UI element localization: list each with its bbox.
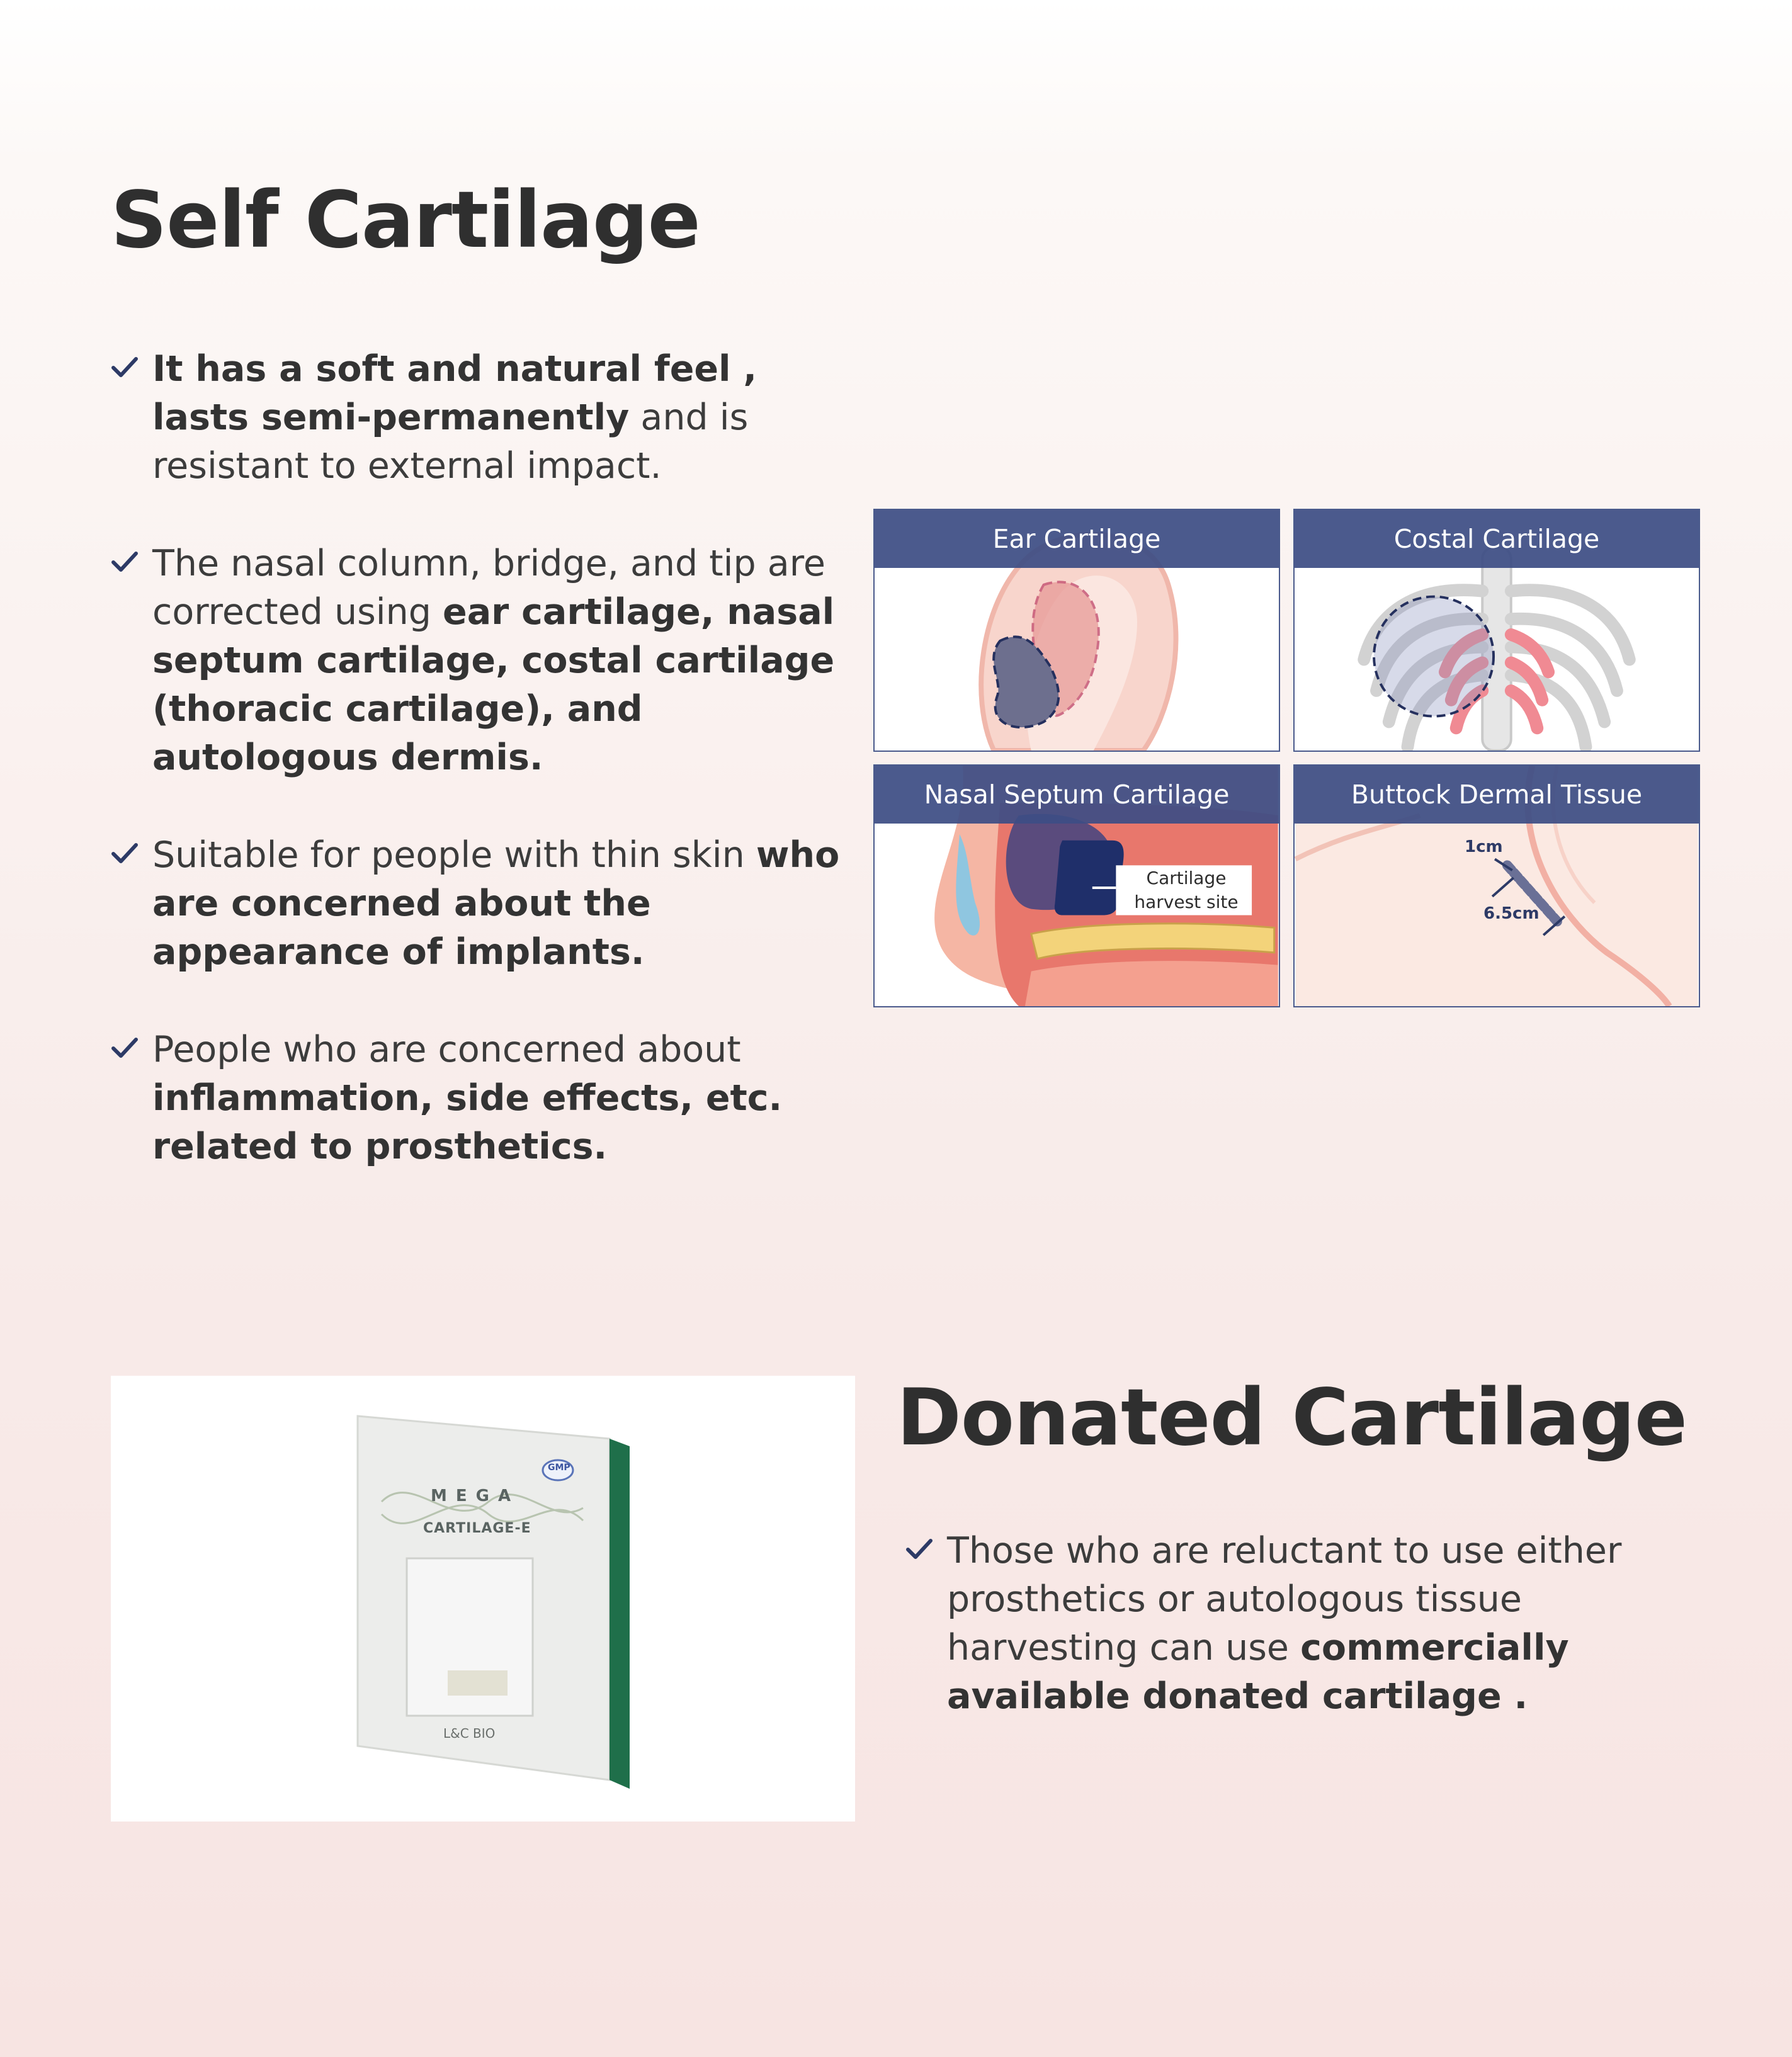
dimension-width: 1cm bbox=[1465, 837, 1503, 856]
product-image: MEGA CARTILAGE-E GMP L&C BIO bbox=[111, 1376, 855, 1822]
item-emphasis: ear cartilage, nasal septum cartilage, c… bbox=[152, 591, 835, 778]
callout-line: harvest site bbox=[1134, 892, 1239, 912]
list-item: Suitable for people with thin skin who a… bbox=[111, 831, 841, 977]
panel-label: Buttock Dermal Tissue bbox=[1295, 766, 1699, 824]
product-package-illustration bbox=[356, 1415, 630, 1789]
dimension-length: 6.5cm bbox=[1483, 904, 1540, 923]
panel-nasal-septum: Nasal Septum Cartilage Cartilage harvest… bbox=[873, 764, 1280, 1007]
item-emphasis: inflammation, side effects, etc. related… bbox=[152, 1077, 783, 1167]
donated-cartilage-list: Those who are reluctant to use either pr… bbox=[905, 1527, 1623, 1770]
list-item: It has a soft and natural feel , lasts s… bbox=[111, 345, 841, 490]
check-icon bbox=[111, 552, 138, 572]
item-text: and is resistant to external impact. bbox=[152, 397, 749, 487]
product-brand: MEGA bbox=[431, 1487, 520, 1505]
item-emphasis: commercially available donated cartilage… bbox=[947, 1627, 1569, 1717]
product-maker: L&C BIO bbox=[443, 1726, 496, 1741]
self-cartilage-title: Self Cartilage bbox=[111, 175, 701, 266]
ear-illustration bbox=[978, 531, 1179, 751]
panel-label: Nasal Septum Cartilage bbox=[875, 766, 1279, 824]
panel-ear-cartilage: Ear Cartilage bbox=[873, 509, 1280, 752]
item-text: Those who are reluctant to use either pr… bbox=[947, 1530, 1622, 1669]
harvest-site-callout: Cartilage harvest site bbox=[1118, 866, 1255, 914]
callout-line: Cartilage bbox=[1146, 868, 1227, 888]
list-item: People who are concerned about inflammat… bbox=[111, 1026, 841, 1171]
item-text: People who are concerned about bbox=[152, 1029, 741, 1070]
item-emphasis: who are concerned about the appearance o… bbox=[152, 834, 840, 973]
item-emphasis: It has a soft and natural feel , lasts s… bbox=[152, 348, 757, 438]
panel-buttock-dermal: Buttock Dermal Tissue 1cm 6.5cm bbox=[1293, 764, 1700, 1007]
self-cartilage-list: It has a soft and natural feel , lasts s… bbox=[111, 345, 841, 1220]
list-item: Those who are reluctant to use either pr… bbox=[905, 1527, 1623, 1721]
check-icon bbox=[111, 1038, 138, 1058]
check-icon bbox=[111, 357, 138, 377]
panel-label: Costal Cartilage bbox=[1295, 510, 1699, 568]
product-name: CARTILAGE-E bbox=[423, 1521, 531, 1536]
panel-costal-cartilage: Costal Cartilage bbox=[1293, 509, 1700, 752]
check-icon bbox=[906, 1539, 933, 1559]
panel-label: Ear Cartilage bbox=[875, 510, 1279, 568]
donated-cartilage-title: Donated Cartilage bbox=[897, 1373, 1687, 1463]
item-text: Suitable for people with thin skin bbox=[152, 834, 756, 876]
item-text: The nasal column, bridge, and tip are co… bbox=[152, 543, 825, 633]
check-icon bbox=[111, 843, 138, 863]
nasal-illustration bbox=[934, 766, 1278, 1006]
gmp-badge: GMP bbox=[548, 1463, 570, 1473]
list-item: The nasal column, bridge, and tip are co… bbox=[111, 540, 841, 782]
